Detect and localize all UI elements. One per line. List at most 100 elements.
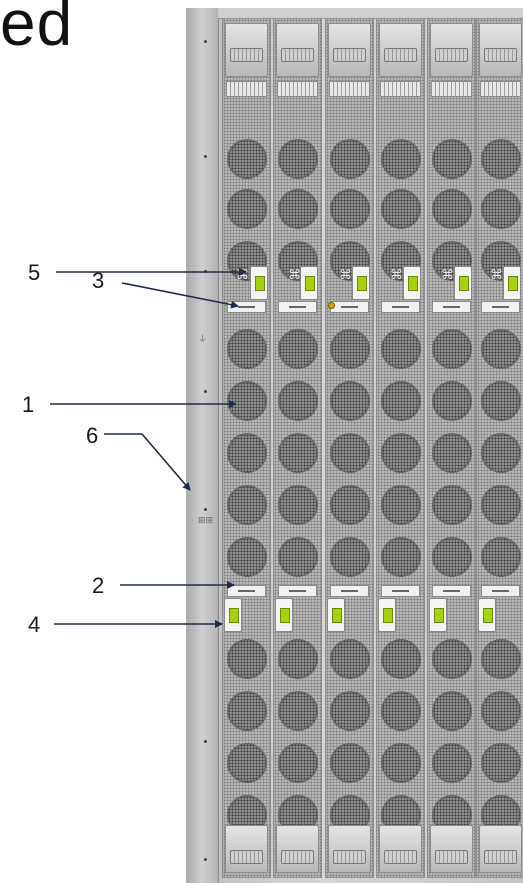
label-plate	[330, 585, 369, 597]
ejector-latch	[454, 266, 472, 300]
fabric-blade	[427, 18, 476, 878]
blade-top-handle	[328, 23, 371, 77]
network-port-icon: ⊞⊞	[198, 516, 214, 526]
rail-screw	[204, 40, 207, 43]
ejector-latch	[503, 266, 521, 300]
fan-vent	[330, 139, 370, 179]
ejector-lever-icon: ⌘	[490, 268, 503, 283]
fan-vent	[278, 433, 318, 473]
fan-vent	[481, 433, 521, 473]
fan-vent	[227, 189, 267, 229]
fan-vent	[227, 241, 267, 281]
blade-top-handle	[479, 23, 522, 77]
fan-vent	[481, 139, 521, 179]
latch-release-tab	[357, 276, 367, 291]
fan-vent	[432, 139, 472, 179]
rail-screw	[204, 155, 207, 158]
blade-bottom-handle	[276, 825, 319, 873]
ejector-lever-icon: ⌘	[390, 268, 403, 283]
blade-grille	[226, 81, 267, 97]
blade-top-handle	[379, 23, 422, 77]
ejector-latch	[352, 266, 370, 300]
fan-vent	[381, 485, 421, 525]
status-led	[328, 302, 335, 309]
label-plate	[278, 585, 317, 597]
rail-screw	[204, 740, 207, 743]
fan-vent	[227, 537, 267, 577]
latch-release-tab	[434, 608, 444, 623]
fan-vent	[278, 329, 318, 369]
fabric-blade	[222, 18, 271, 878]
blade-grille	[329, 81, 370, 97]
latch-release-tab	[459, 276, 469, 291]
blade-top-handle	[225, 23, 268, 77]
blade-grille	[431, 81, 472, 97]
fan-vent	[330, 485, 370, 525]
fan-vent	[278, 189, 318, 229]
latch-release-tab	[483, 608, 493, 623]
fabric-blade	[325, 18, 374, 878]
fan-vent	[278, 381, 318, 421]
latch-release-tab	[305, 276, 315, 291]
fan-vent	[278, 743, 318, 783]
fan-vent	[330, 537, 370, 577]
callout-number: 6	[86, 423, 99, 448]
callout-number: 5	[28, 260, 41, 285]
rail-screw	[204, 390, 207, 393]
fan-vent	[278, 139, 318, 179]
fan-vent	[381, 433, 421, 473]
blade-bottom-handle	[479, 825, 522, 873]
fan-vent	[481, 743, 521, 783]
callout-number: 1	[22, 392, 35, 417]
fan-vent	[330, 433, 370, 473]
ejector-latch	[250, 266, 268, 300]
fan-vent	[381, 691, 421, 731]
fan-vent	[227, 743, 267, 783]
fan-vent	[381, 743, 421, 783]
fan-vent	[432, 485, 472, 525]
fan-vent	[381, 139, 421, 179]
fabric-blade	[476, 18, 523, 878]
fan-vent	[227, 691, 267, 731]
blade-bottom-handle	[430, 825, 473, 873]
fan-vent	[432, 381, 472, 421]
label-plate	[278, 301, 317, 313]
fan-vent	[481, 691, 521, 731]
ground-symbol-icon: ⏚	[198, 335, 208, 345]
callout-number: 3	[92, 268, 105, 293]
label-plate	[330, 301, 369, 313]
fan-vent	[432, 433, 472, 473]
callout-arrow	[104, 433, 191, 491]
fan-vent	[481, 189, 521, 229]
fan-vent	[330, 639, 370, 679]
latch-release-tab	[229, 608, 239, 623]
fan-vent	[381, 639, 421, 679]
ejector-latch	[224, 598, 242, 632]
fan-vent	[227, 329, 267, 369]
fan-vent	[330, 329, 370, 369]
fan-vent	[432, 329, 472, 369]
fan-vent	[381, 537, 421, 577]
label-plate	[227, 585, 266, 597]
fan-vent	[330, 381, 370, 421]
fan-vent	[432, 537, 472, 577]
chassis-side-rail	[186, 8, 219, 883]
fan-vent	[432, 189, 472, 229]
latch-release-tab	[280, 608, 290, 623]
callout-number: 4	[28, 612, 41, 637]
blade-bottom-handle	[225, 825, 268, 873]
latch-release-tab	[383, 608, 393, 623]
fabric-blade	[273, 18, 322, 878]
ejector-latch	[429, 598, 447, 632]
fan-vent	[481, 485, 521, 525]
fan-vent	[381, 329, 421, 369]
latch-release-tab	[255, 276, 265, 291]
fan-vent	[330, 189, 370, 229]
fan-vent	[381, 381, 421, 421]
fan-vent	[278, 691, 318, 731]
label-plate	[432, 301, 471, 313]
title-fragment: ed	[0, 0, 74, 59]
ejector-latch	[327, 598, 345, 632]
ejector-latch	[275, 598, 293, 632]
ejector-latch	[300, 266, 318, 300]
